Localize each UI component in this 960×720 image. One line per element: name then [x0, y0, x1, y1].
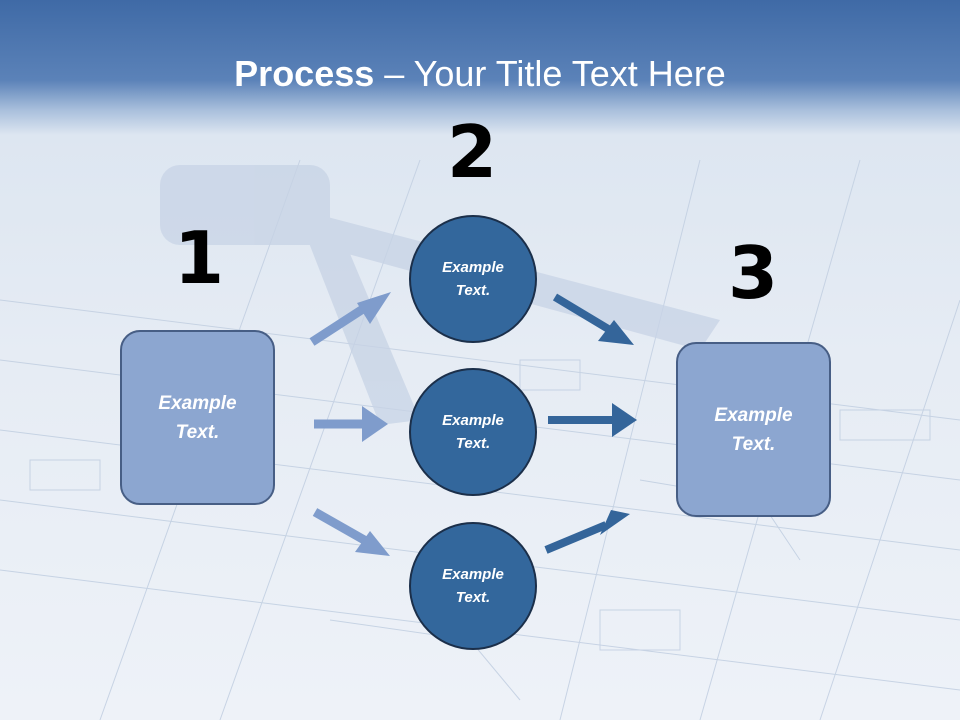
- step-1-box: Example Text.: [120, 330, 275, 505]
- circle-middle-label-line1: Example: [442, 412, 504, 429]
- step-3-label-line2: Text.: [731, 433, 776, 455]
- step-2-circle-top: Example Text.: [409, 215, 537, 343]
- title-rest: – Your Title Text Here: [374, 53, 726, 94]
- arrow-1-to-top: [309, 292, 391, 346]
- circle-middle-label-line2: Text.: [455, 435, 491, 452]
- step-number-1: 1: [173, 216, 225, 300]
- arrow-1-to-middle: [314, 406, 388, 442]
- step-number-2: 2: [446, 110, 498, 194]
- title-bold: Process: [234, 53, 375, 94]
- arrow-top-to-3: [552, 293, 634, 345]
- step-3-box: Example Text.: [676, 342, 831, 517]
- arrow-bottom-to-3: [544, 510, 630, 554]
- arrow-1-to-bottom: [312, 508, 390, 556]
- circle-top-label-line1: Example: [442, 259, 504, 276]
- step-3-label-line1: Example: [714, 404, 793, 426]
- step-1-label-line1: Example: [158, 392, 237, 414]
- arrow-middle-to-3: [548, 403, 637, 437]
- circle-bottom-label-line2: Text.: [455, 589, 491, 606]
- circle-bottom-label-line1: Example: [442, 566, 504, 583]
- step-2-circle-bottom: Example Text.: [409, 522, 537, 650]
- step-number-3: 3: [727, 231, 779, 315]
- circle-top-label-line2: Text.: [455, 282, 491, 299]
- step-1-label-line2: Text.: [175, 421, 220, 443]
- slide-title: Process – Your Title Text Here: [0, 52, 960, 96]
- step-2-circle-middle: Example Text.: [409, 368, 537, 496]
